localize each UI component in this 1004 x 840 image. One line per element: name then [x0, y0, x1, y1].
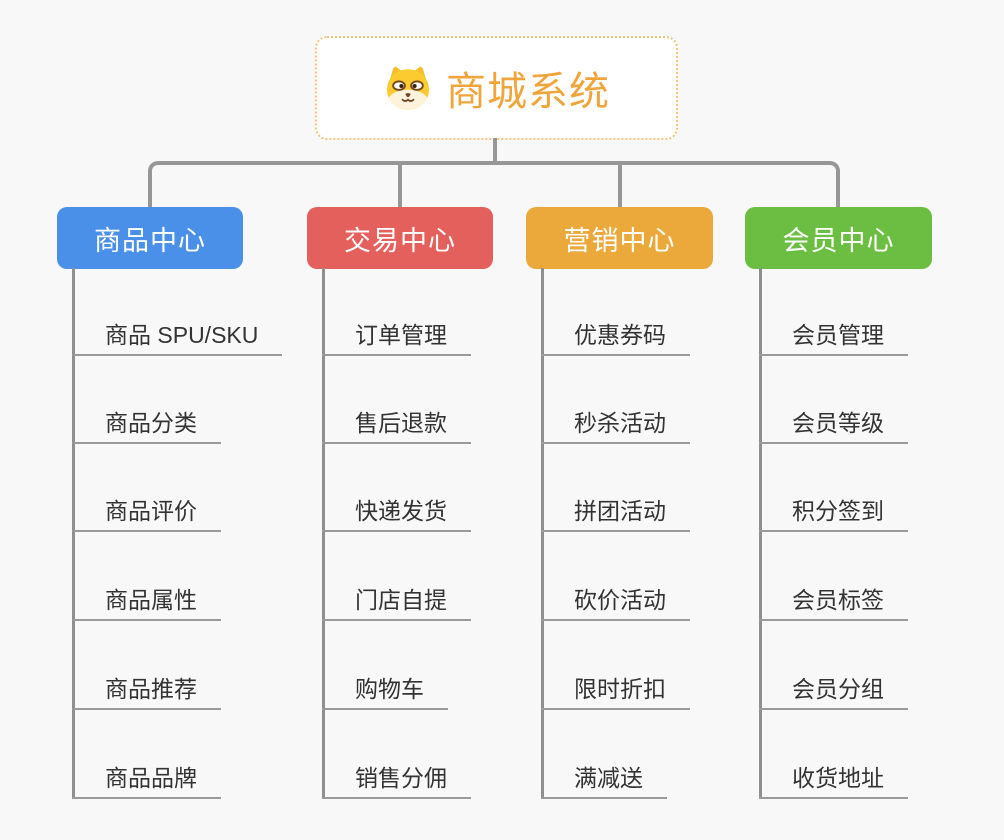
- leaf-node[interactable]: 商品推荐: [72, 668, 221, 710]
- leaf-node[interactable]: 会员分组: [759, 668, 908, 710]
- leaf-node[interactable]: 会员管理: [759, 314, 908, 356]
- branch-children-trade-center: 订单管理 售后退款 快递发货 门店自提 购物车 销售分佣: [322, 268, 557, 799]
- connector-root-line: [493, 138, 497, 165]
- branch-node-member-center[interactable]: 会员中心: [745, 207, 932, 269]
- leaf-node[interactable]: 砍价活动: [541, 579, 690, 621]
- root-title: 商城系统: [446, 70, 610, 114]
- branch-children-member-center: 会员管理 会员等级 积分签到 会员标签 会员分组 收货地址: [759, 268, 994, 799]
- connector-column-line: [322, 268, 325, 799]
- branch-node-trade-center[interactable]: 交易中心: [307, 207, 493, 269]
- leaf-node[interactable]: 售后退款: [322, 402, 471, 444]
- leaf-node[interactable]: 限时折扣: [541, 668, 690, 710]
- leaf-node[interactable]: 门店自提: [322, 579, 471, 621]
- leaf-node[interactable]: 快递发货: [322, 490, 471, 532]
- leaf-node[interactable]: 拼团活动: [541, 490, 690, 532]
- leaf-node[interactable]: 商品评价: [72, 490, 221, 532]
- branch-node-marketing-center[interactable]: 营销中心: [526, 207, 713, 269]
- leaf-node[interactable]: 优惠券码: [541, 314, 690, 356]
- connector-rail: [148, 161, 840, 208]
- connector-branch-line: [398, 161, 402, 208]
- branch-children-marketing-center: 优惠券码 秒杀活动 拼团活动 砍价活动 限时折扣 满减送: [541, 268, 776, 799]
- leaf-node[interactable]: 积分签到: [759, 490, 908, 532]
- leaf-node[interactable]: 商品品牌: [72, 757, 221, 799]
- connector-column-line: [72, 268, 75, 799]
- branch-node-product-center[interactable]: 商品中心: [57, 207, 243, 269]
- leaf-node[interactable]: 订单管理: [322, 314, 471, 356]
- leaf-node[interactable]: 满减送: [541, 757, 667, 799]
- leaf-node[interactable]: 会员等级: [759, 402, 908, 444]
- branch-children-product-center: 商品 SPU/SKU 商品分类 商品评价 商品属性 商品推荐 商品品牌: [72, 268, 307, 799]
- shiba-dog-icon: [383, 65, 433, 111]
- leaf-node[interactable]: 会员标签: [759, 579, 908, 621]
- connector-column-line: [541, 268, 544, 799]
- leaf-node[interactable]: 商品属性: [72, 579, 221, 621]
- root-node[interactable]: 商城系统: [315, 36, 678, 140]
- connector-branch-line: [618, 161, 622, 208]
- leaf-node[interactable]: 商品分类: [72, 402, 221, 444]
- leaf-node[interactable]: 商品 SPU/SKU: [72, 314, 283, 356]
- leaf-node[interactable]: 秒杀活动: [541, 402, 690, 444]
- connector-column-line: [759, 268, 762, 799]
- leaf-node[interactable]: 销售分佣: [322, 757, 471, 799]
- leaf-node[interactable]: 收货地址: [759, 757, 908, 799]
- leaf-node[interactable]: 购物车: [322, 668, 448, 710]
